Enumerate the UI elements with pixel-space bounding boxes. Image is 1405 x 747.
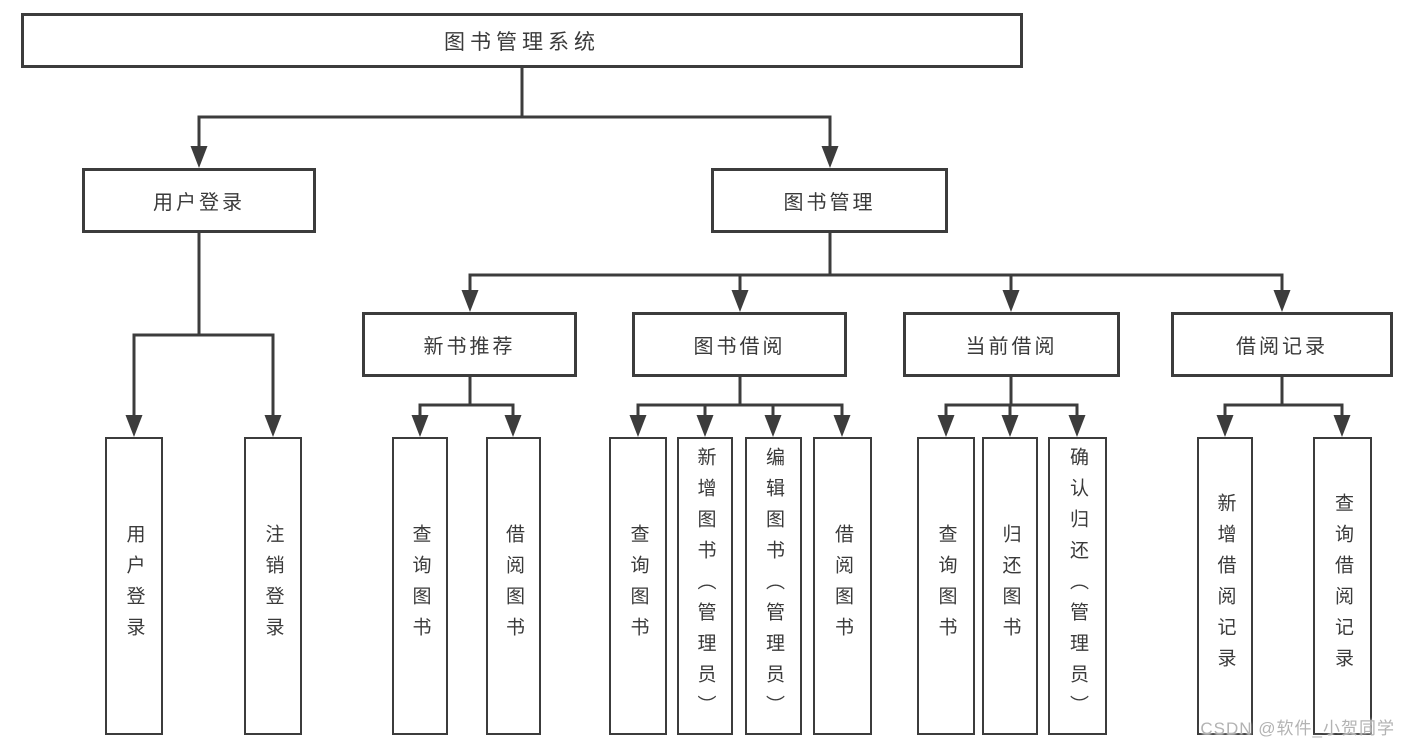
arrow-down-icon bbox=[1216, 415, 1234, 437]
arrow-down-icon bbox=[731, 290, 749, 312]
arrow-down-icon bbox=[1333, 415, 1351, 437]
node-system-root: 图书管理系统 bbox=[21, 13, 1023, 68]
node-label: 图书借阅 bbox=[693, 336, 786, 358]
arrow-down-icon bbox=[504, 415, 522, 437]
arrow-down-icon bbox=[937, 415, 955, 437]
node-current-borrow: 当前借阅 bbox=[903, 312, 1120, 377]
node-label: 用户登录 bbox=[153, 192, 245, 214]
node-label: 注销登录 bbox=[262, 524, 284, 648]
arrow-down-icon bbox=[1002, 290, 1020, 312]
leaf-query-book-1: 查询图书 bbox=[392, 437, 448, 735]
leaf-add-book-admin: 新增图书（管理员） bbox=[677, 437, 733, 735]
arrow-down-icon bbox=[190, 146, 208, 168]
leaf-add-borrow-record: 新增借阅记录 bbox=[1197, 437, 1253, 735]
leaf-edit-book-admin: 编辑图书（管理员） bbox=[745, 437, 802, 735]
leaf-query-book-3: 查询图书 bbox=[917, 437, 975, 735]
node-label: 归还图书 bbox=[999, 524, 1021, 648]
node-label: 新增借阅记录 bbox=[1214, 493, 1236, 679]
connector-root bbox=[197, 66, 832, 152]
node-new-book-recommend: 新书推荐 bbox=[362, 312, 577, 377]
node-borrow-record: 借阅记录 bbox=[1171, 312, 1393, 377]
node-book-management: 图书管理 bbox=[711, 168, 948, 233]
connector-current-borrow bbox=[944, 375, 1079, 422]
connector-user-login bbox=[132, 231, 275, 422]
leaf-query-book-2: 查询图书 bbox=[609, 437, 667, 735]
leaf-borrow-book-2: 借阅图书 bbox=[813, 437, 872, 735]
leaf-return-book: 归还图书 bbox=[982, 437, 1038, 735]
connector-book-borrow bbox=[636, 375, 844, 422]
connector-book-management bbox=[468, 231, 1284, 296]
connector-borrow-record bbox=[1223, 375, 1344, 422]
node-label: 借阅记录 bbox=[1236, 336, 1328, 358]
node-label: 图书管理 bbox=[783, 192, 876, 214]
csdn-watermark: CSDN @软件_小贺同学 bbox=[1200, 719, 1395, 738]
node-label: 查询图书 bbox=[627, 524, 649, 648]
node-label: 借阅图书 bbox=[832, 524, 853, 648]
node-label: 查询图书 bbox=[935, 524, 957, 648]
arrow-down-icon bbox=[629, 415, 647, 437]
node-label: 图书管理系统 bbox=[444, 30, 600, 54]
arrow-down-icon bbox=[1001, 415, 1019, 437]
arrow-down-icon bbox=[264, 415, 282, 437]
node-label: 新书推荐 bbox=[423, 336, 516, 358]
arrowheads bbox=[125, 146, 1351, 437]
arrow-down-icon bbox=[1273, 290, 1291, 312]
arrow-down-icon bbox=[411, 415, 429, 437]
node-book-borrow: 图书借阅 bbox=[632, 312, 847, 377]
leaf-query-borrow-record: 查询借阅记录 bbox=[1313, 437, 1372, 735]
leaf-logout: 注销登录 bbox=[244, 437, 302, 735]
node-label: 借阅图书 bbox=[503, 524, 524, 648]
connector-new-book bbox=[418, 375, 515, 422]
arrow-down-icon bbox=[1068, 415, 1086, 437]
arrow-down-icon bbox=[821, 146, 839, 168]
node-label: 编辑图书（管理员） bbox=[763, 446, 784, 726]
arrow-down-icon bbox=[696, 415, 714, 437]
node-label: 查询图书 bbox=[409, 524, 431, 648]
node-label: 新增图书（管理员） bbox=[694, 446, 716, 726]
node-user-login: 用户登录 bbox=[82, 168, 316, 233]
leaf-user-login: 用户登录 bbox=[105, 437, 163, 735]
node-label: 查询借阅记录 bbox=[1332, 493, 1353, 679]
node-label: 当前借阅 bbox=[965, 336, 1058, 358]
node-label: 用户登录 bbox=[123, 524, 145, 648]
leaf-borrow-book-1: 借阅图书 bbox=[486, 437, 541, 735]
node-label: 确认归还（管理员） bbox=[1067, 446, 1088, 726]
arrow-down-icon bbox=[125, 415, 143, 437]
leaf-confirm-return-admin: 确认归还（管理员） bbox=[1048, 437, 1107, 735]
arrow-down-icon bbox=[461, 290, 479, 312]
arrow-down-icon bbox=[833, 415, 851, 437]
arrow-down-icon bbox=[764, 415, 782, 437]
